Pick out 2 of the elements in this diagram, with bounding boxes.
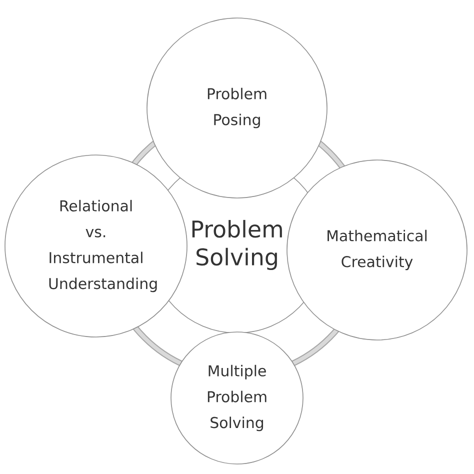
node-label: Mathematical Creativity <box>328 230 427 270</box>
node-label: Multiple Problem Solving <box>208 364 266 432</box>
